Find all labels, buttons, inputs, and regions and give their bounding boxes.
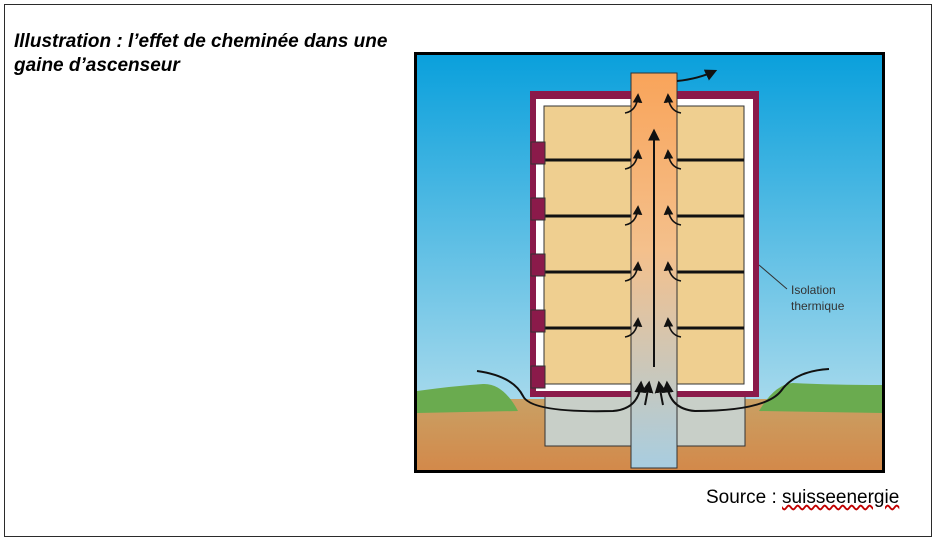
left-floor-arrows [624,93,643,338]
ground-inflow-left-arrow [476,370,647,413]
floor-arrow [663,93,682,114]
chimney-effect-diagram: Isolation thermique [414,52,885,473]
window-frame [530,365,546,389]
window-frame [530,253,546,277]
insulation-leader-line [758,264,788,290]
floor-arrow [663,149,682,170]
source-credit: Source : suisseenergie [706,487,899,509]
floor-arrow [624,93,643,114]
floor-arrow [624,205,643,226]
window-frame [530,309,546,333]
source-prefix: Source : [706,487,783,508]
floor-arrow [624,149,643,170]
ground-inflow-right-arrow [661,368,830,413]
window-frame [530,197,546,221]
floor-arrow [663,261,682,282]
floor-arrow [663,205,682,226]
ground-inflow-right-short-arrow [654,380,667,406]
source-link[interactable]: suisseenergie [782,487,900,508]
grass-right [759,383,882,413]
ground-inflow-left-short-arrow [641,380,654,406]
window-frames [530,141,546,389]
floor-arrow [624,261,643,282]
right-floor-arrows [663,93,682,338]
floor-arrow [624,317,643,338]
floor-arrow [663,317,682,338]
window-frame [530,141,546,165]
exhaust-arrow [676,69,718,82]
insulation-label-line2: thermique [791,299,845,313]
illustration-caption: Illustration : l’effet de cheminée dans … [14,31,388,76]
grass-left [417,383,518,413]
insulation-label-line1: Isolation [791,283,836,297]
